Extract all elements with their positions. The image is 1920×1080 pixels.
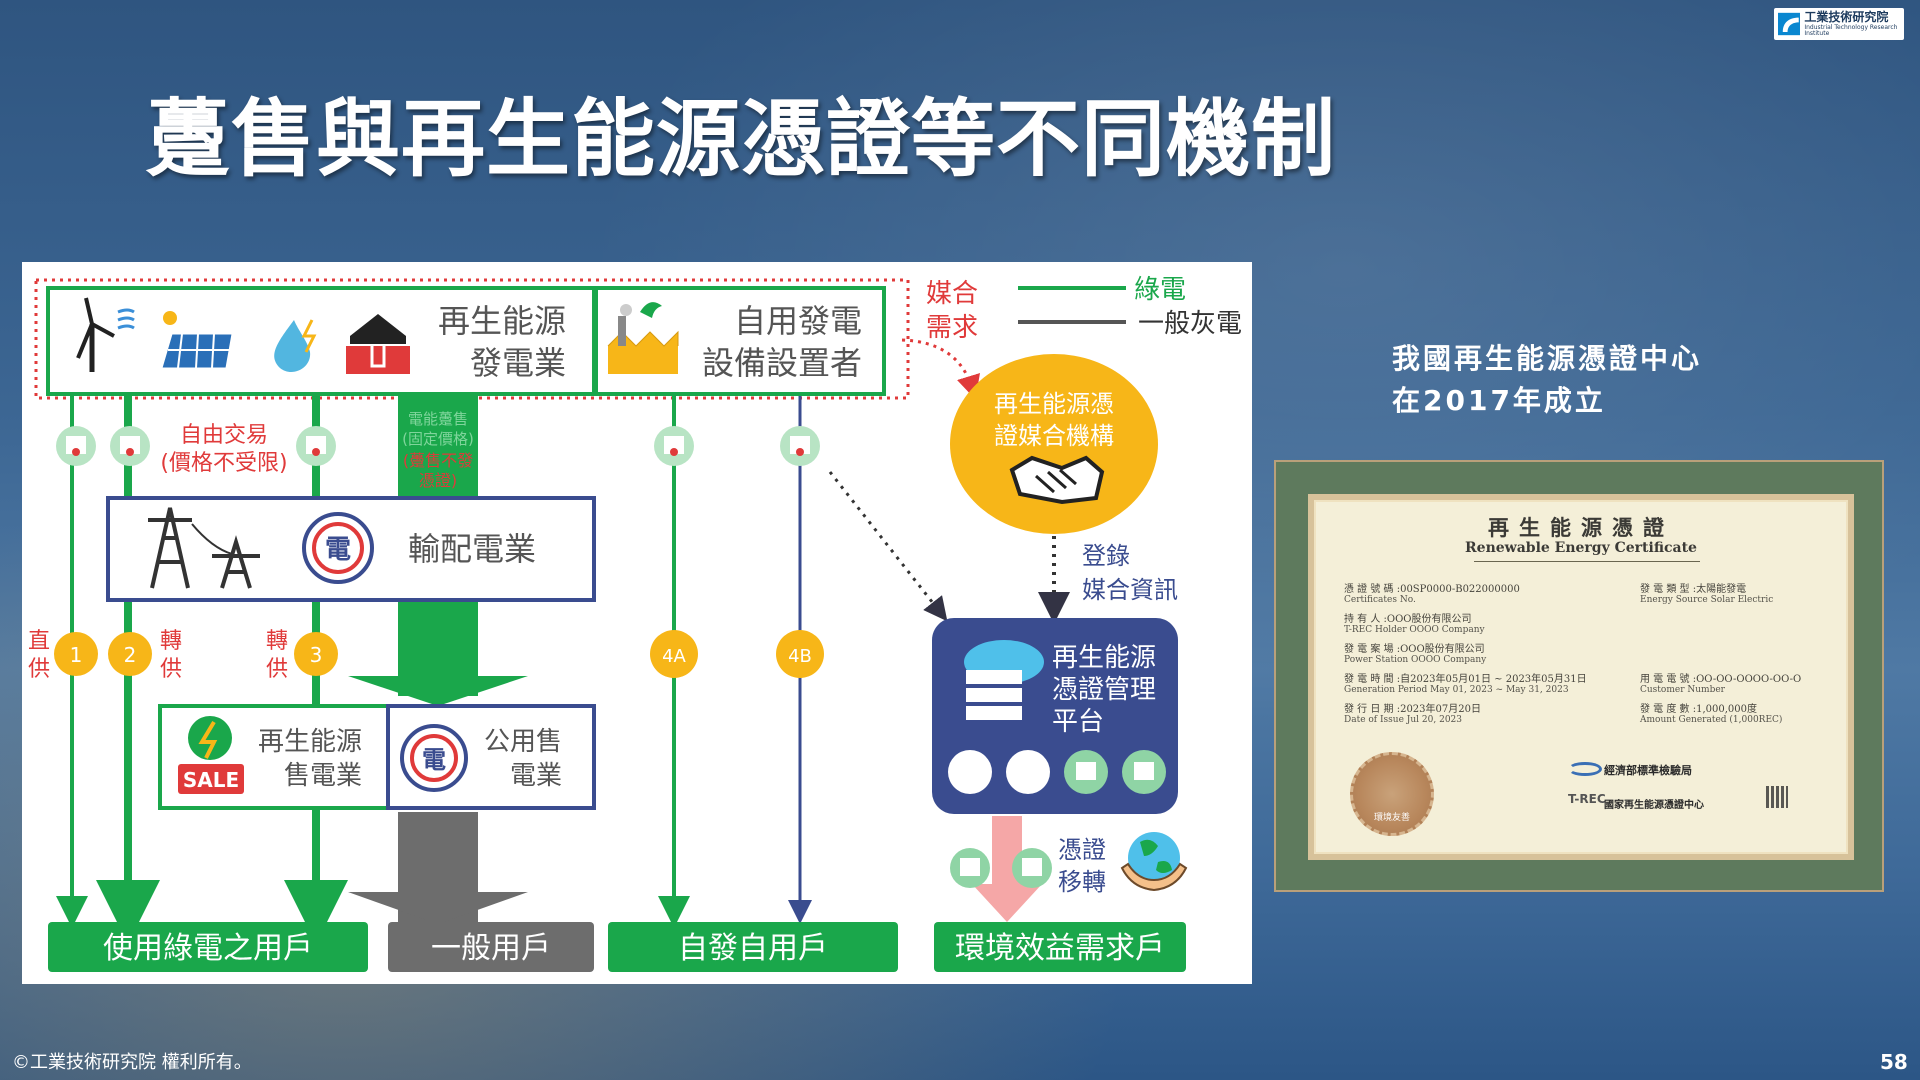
svg-text:3: 3 — [310, 643, 323, 667]
output-bars: 使用綠電之用戶 一般用戶 自發自用戶 環境效益需求戶 — [48, 922, 1186, 972]
re-generator-label-1: 再生能源 — [438, 302, 566, 340]
wholesale-label-1: 電能躉售 — [408, 410, 468, 428]
svg-text:環境效益需求戶: 環境效益需求戶 — [955, 931, 1165, 966]
itri-logo: 工業技術研究院 Industrial Technology Research I… — [1774, 8, 1904, 40]
page-title: 躉售與再生能源憑證等不同機制 — [146, 72, 1336, 193]
grid-operator-box: 電 輸配電業 — [108, 498, 594, 600]
public-retailer-box: 電 公用售 電業 — [388, 706, 594, 808]
register-label-2: 媒合資訊 — [1082, 576, 1178, 604]
qr-code-icon — [1766, 786, 1788, 808]
wholesale-label-2: (固定價格) — [402, 430, 474, 448]
side-caption-line-2: 在2017年成立 — [1392, 380, 1702, 422]
page-number: 58 — [1880, 1050, 1908, 1074]
cert-org-bsmi: 經濟部標準檢驗局 — [1604, 762, 1692, 778]
public-retailer-label-1: 公用售 — [484, 727, 562, 757]
self-generator-label-2: 設備設置者 — [702, 344, 862, 382]
gray-grid-arrow — [348, 812, 528, 930]
certificate-divider — [1474, 561, 1700, 562]
matching-org-label-2: 證媒合機構 — [994, 422, 1114, 450]
svg-text:一般用戶: 一般用戶 — [431, 931, 551, 966]
transfer-a-label-1: 轉 — [160, 629, 182, 654]
certificate-seal: 環境友善 — [1350, 752, 1434, 836]
side-caption: 我國再生能源憑證中心 在2017年成立 — [1392, 338, 1702, 422]
re-generator-label-2: 發電業 — [470, 344, 566, 382]
re-retailer-box: SALE 再生能源 售電業 — [160, 706, 396, 808]
direct-label-1: 直 — [28, 629, 50, 654]
svg-text:電: 電 — [422, 746, 446, 774]
sale-tag-label: SALE — [183, 768, 239, 792]
certificate: 再生能源憑證 Renewable Energy Certificate 憑 證 … — [1308, 494, 1854, 860]
platform-label-3: 平台 — [1052, 707, 1104, 737]
handshake-icon — [1012, 458, 1102, 502]
public-retailer-label-2: 電業 — [510, 761, 562, 791]
certificate-image: 再生能源憑證 Renewable Energy Certificate 憑 證 … — [1274, 460, 1884, 892]
itri-logo-icon — [1778, 10, 1800, 38]
grid-operator-label: 輸配電業 — [408, 530, 536, 568]
register-label-1: 登錄 — [1082, 542, 1130, 570]
taipower-logo-icon: 電 — [304, 514, 372, 582]
free-trade-label-2: (價格不受限) — [160, 451, 287, 476]
rec-management-platform: 再生能源 憑證管理 平台 — [932, 618, 1178, 814]
re-retailer-label-1: 再生能源 — [258, 727, 362, 757]
platform-label-2: 憑證管理 — [1052, 675, 1156, 705]
demand-arrow — [902, 340, 972, 388]
cert-transfer-label-2: 移轉 — [1058, 868, 1106, 896]
svg-text:使用綠電之用戶: 使用綠電之用戶 — [103, 931, 313, 966]
empty-cert-slot-2 — [1006, 750, 1050, 794]
platform-label-1: 再生能源 — [1052, 643, 1156, 673]
matching-demand-label-1: 媒合 — [926, 279, 978, 309]
legend-gray-label: 一般灰電 — [1138, 309, 1242, 339]
matching-org-label-1: 再生能源憑 — [994, 390, 1114, 418]
cert-transfer-label-1: 憑證 — [1058, 836, 1106, 864]
trec-logo-icon: T-REC — [1568, 792, 1606, 806]
free-trade-label-1: 自由交易 — [180, 423, 268, 448]
re-generator-box: 再生能源 發電業 — [48, 288, 594, 394]
logo-text-en: Industrial Technology Research Institute — [1804, 25, 1900, 37]
self-generator-label-1: 自用發電 — [734, 302, 862, 340]
legend: 媒合 需求 綠電 一般灰電 — [926, 275, 1242, 343]
earth-hands-icon — [1122, 832, 1186, 890]
certificate-subtitle: Renewable Energy Certificate — [1314, 540, 1848, 556]
svg-text:1: 1 — [70, 643, 83, 667]
certificate-title: 再生能源憑證 — [1314, 512, 1848, 542]
side-caption-line-1: 我國再生能源憑證中心 — [1392, 338, 1702, 380]
self-generator-box: 自用發電 設備設置者 — [596, 288, 884, 394]
mechanism-diagram: 再生能源 發電業 自用發電 設備設置者 媒合 需求 綠電 一般灰電 — [22, 262, 1252, 984]
bsmi-logo-icon — [1568, 762, 1602, 776]
matching-organization: 再生能源憑 證媒合機構 — [950, 354, 1158, 534]
svg-text:4B: 4B — [788, 646, 812, 667]
logo-text-zh: 工業技術研究院 — [1804, 11, 1900, 23]
transfer-b-label-2: 供 — [266, 657, 288, 682]
wholesale-label-4: 憑證) — [419, 471, 457, 490]
re-retailer-label-2: 售電業 — [284, 761, 362, 791]
svg-text:2: 2 — [124, 643, 137, 667]
wholesale-label-3: (躉售不發 — [403, 451, 473, 470]
cert-field-amount: 發 電 度 數 :1,000,000度Amount Generated (1,0… — [1640, 704, 1782, 726]
svg-text:自發自用戶: 自發自用戶 — [678, 931, 828, 966]
svg-text:電: 電 — [325, 535, 351, 565]
legend-green-label: 綠電 — [1134, 275, 1186, 305]
svg-text:4A: 4A — [662, 646, 686, 667]
transfer-b-label-1: 轉 — [266, 629, 288, 654]
cert-org-trec: 國家再生能源憑證中心 — [1604, 796, 1704, 811]
self-use-to-platform-arrow — [830, 472, 940, 612]
empty-cert-slot-1 — [948, 750, 992, 794]
direct-label-2: 供 — [28, 657, 50, 682]
matching-demand-label-2: 需求 — [926, 313, 978, 343]
copyright: ©工業技術研究院 權利所有。 — [12, 1048, 252, 1074]
transfer-a-label-2: 供 — [160, 657, 182, 682]
